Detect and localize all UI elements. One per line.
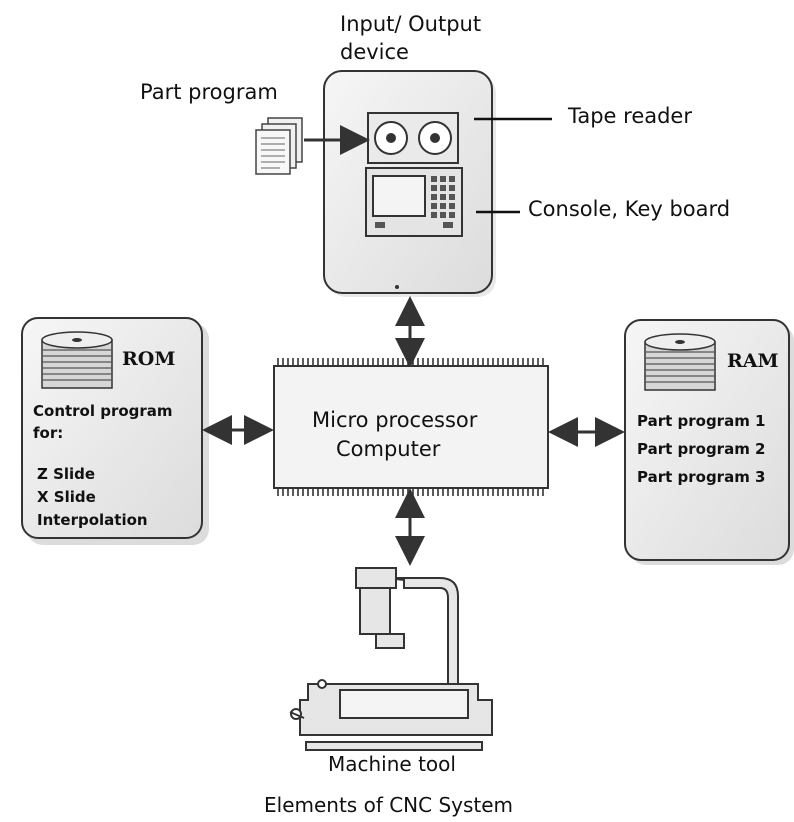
io-device-title: Input/ Output device [340,12,482,64]
ram-item-3: Part program 3 [637,468,766,486]
ram-item-1: Part program 1 [637,412,766,430]
rom-disk-icon [41,331,113,389]
console-keyboard-icon [365,167,463,237]
rom-panel [21,317,209,545]
diagram-caption: Elements of CNC System [264,793,514,817]
processor-label-line2: Computer [336,437,441,461]
rom-item-z-slide: Z Slide [37,465,96,483]
machine-tool-label: Machine tool [328,752,456,776]
part-program-documents-icon [255,117,303,175]
rom-item-interpolation: Interpolation [37,511,148,529]
tape-reader-icon [367,112,459,164]
ram-disk-icon [644,333,716,391]
tape-reader-label: Tape reader [568,104,692,128]
ram-panel [624,319,794,565]
processor-label-line1: Micro processor [312,408,478,432]
console-keyboard-label: Console, Key board [528,197,731,221]
ram-item-2: Part program 2 [637,440,766,458]
rom-heading-line2: for: [33,424,64,442]
part-program-label: Part program [140,80,278,104]
io-device-box [323,70,496,297]
rom-heading-line1: Control program [33,402,173,420]
machine-tool-icon [289,567,493,751]
rom-title: ROM [122,348,176,370]
ram-title: RAM [727,350,779,372]
rom-item-x-slide: X Slide [37,488,96,506]
microprocessor-chip [273,358,549,496]
